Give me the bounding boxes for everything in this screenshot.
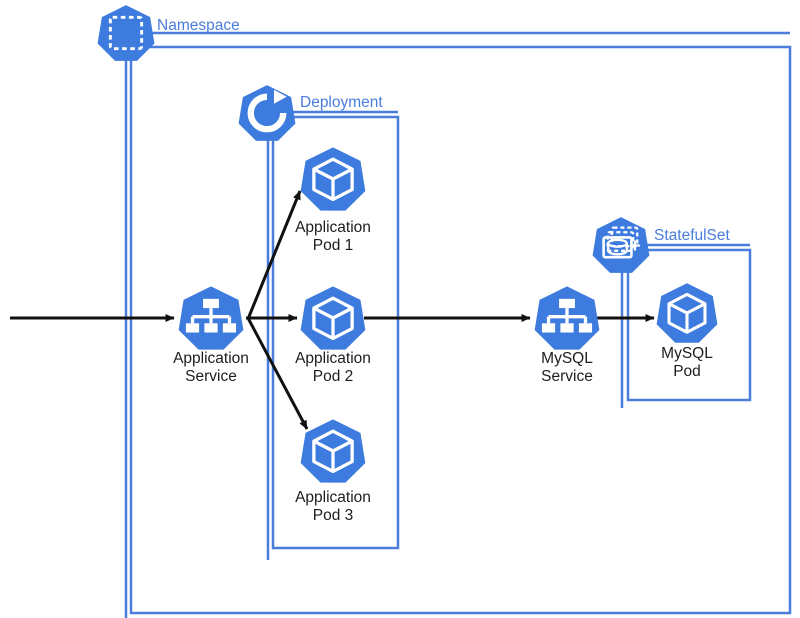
mysql-pod-label-line-1: MySQL [661, 345, 713, 362]
mysql-service-label-line-2: Service [541, 368, 593, 385]
arrow-application-service-to-pod-3 [246, 317, 309, 430]
pod-icon-application-1 [300, 147, 366, 211]
application-pod-3-label-line-2: Pod 3 [312, 507, 354, 524]
mysql-service-label: MySQL Service [541, 350, 593, 386]
arrow-application-service-to-pod-1 [246, 190, 302, 320]
pod-icon-mysql [656, 283, 718, 343]
application-pod-1-label-line-2: Pod 1 [312, 237, 354, 254]
service-icon-application [178, 286, 244, 350]
pod-icon-application-2 [300, 286, 366, 350]
statefulset-icon [592, 217, 650, 273]
application-service-label-line-1: Application [173, 350, 249, 367]
service-icon-mysql [534, 286, 600, 350]
deployment-icon-connector [266, 110, 398, 560]
application-pod-2-label: Application Pod 2 [295, 350, 371, 386]
mysql-pod-label: MySQL Pod [661, 345, 713, 381]
statefulset-group-label: StatefulSet [654, 227, 730, 244]
namespace-icon [97, 5, 155, 61]
namespace-icon-connector [124, 31, 790, 618]
application-pod-1-label-line-1: Application [295, 219, 371, 236]
application-pod-2-label-line-2: Pod 2 [312, 368, 354, 385]
pod-icon-application-3 [300, 419, 366, 483]
namespace-group-label: Namespace [157, 17, 240, 34]
deployment-icon [238, 85, 296, 141]
namespace-boundary-box [129, 45, 792, 615]
mysql-service-label-line-1: MySQL [541, 350, 593, 367]
application-pod-1-label: Application Pod 1 [295, 219, 371, 255]
application-pod-3-label-line-1: Application [295, 489, 371, 506]
mysql-pod-label-line-2: Pod [673, 363, 701, 380]
application-pod-3-label: Application Pod 3 [295, 489, 371, 525]
statefulset-boundary-box [626, 248, 752, 402]
deployment-boundary-box [271, 115, 400, 550]
application-pod-2-label-line-1: Application [295, 350, 371, 367]
application-service-label: Application Service [173, 350, 249, 386]
deployment-group-label: Deployment [300, 94, 383, 111]
application-service-label-line-2: Service [185, 368, 237, 385]
statefulset-icon-connector [620, 243, 750, 408]
